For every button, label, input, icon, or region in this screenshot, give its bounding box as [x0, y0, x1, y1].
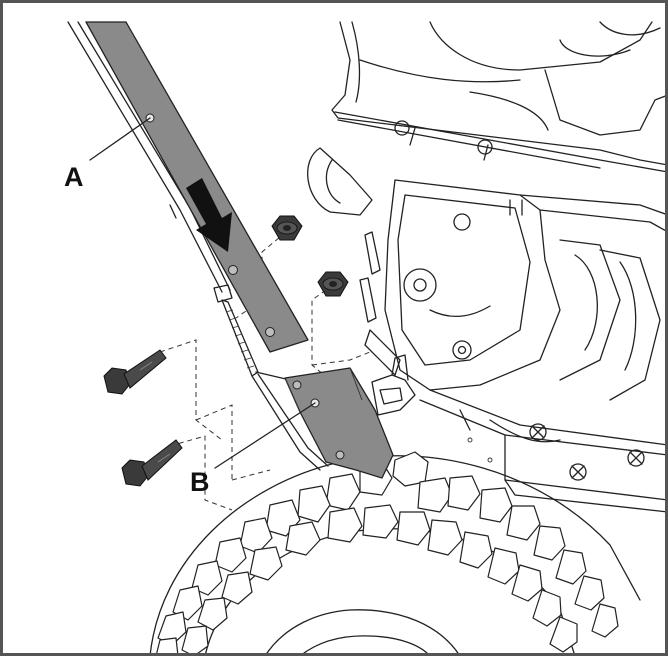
carriage-bolt-icon: [103, 349, 167, 395]
callout-label-b: B: [190, 467, 210, 497]
tire-tread: [155, 451, 619, 656]
arrow-down-right-icon: [186, 178, 232, 252]
mounting-bracket: [371, 354, 416, 416]
control-cable: [67, 21, 329, 471]
chassis-frame: [419, 389, 668, 513]
carriage-bolt-icon: [121, 439, 183, 487]
flange-nut-icon: [271, 215, 303, 241]
side-cover-plate: [307, 147, 668, 401]
tire: [149, 451, 641, 656]
engine-housing: [331, 21, 668, 173]
flange-nut-icon: [317, 271, 349, 297]
callout-label-a: A: [64, 162, 84, 192]
lower-bracket-b: [284, 367, 394, 479]
callout-leaders: [89, 117, 316, 469]
